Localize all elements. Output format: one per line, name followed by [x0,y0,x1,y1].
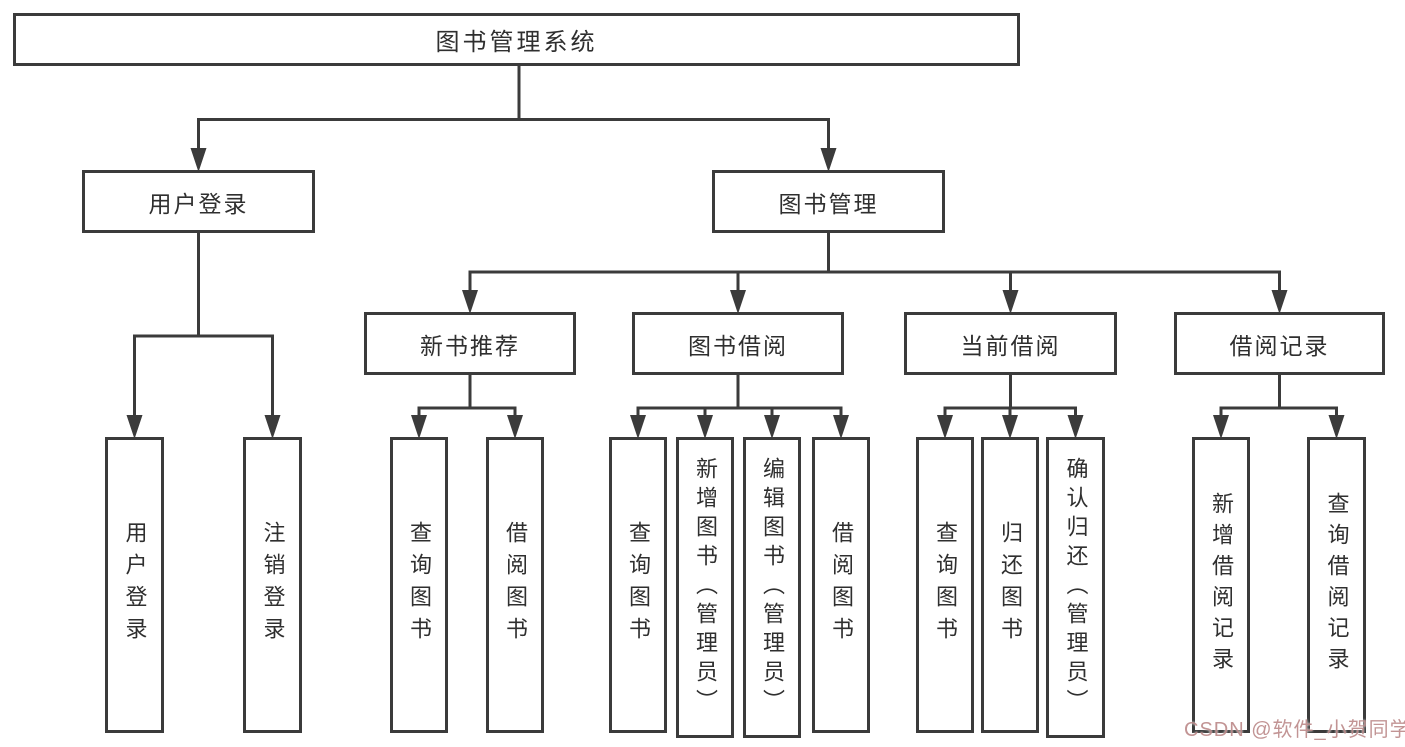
arrow-down-icon [126,415,143,439]
arrow-down-icon [411,415,427,439]
arrow-down-icon [1002,415,1018,439]
arrow-down-icon [630,415,646,439]
leaf-label: 查询图书 [626,521,651,649]
leaf-label: 查询图书 [933,521,958,649]
node-current-borrowing: 当前借阅 [904,312,1117,375]
arrow-down-icon [764,415,780,439]
arrow-down-icon [1271,290,1288,314]
arrow-down-icon [462,290,478,314]
leaf-user-login: 用户登录 [105,437,164,733]
arrow-down-icon [820,148,837,172]
leaf-label: 查询借阅记录 [1324,492,1350,678]
leaf-label: 编辑图书（管理员） [760,457,785,718]
arrow-down-icon [937,415,953,439]
leaf-label: 借阅图书 [503,521,528,649]
arrow-down-icon [697,415,713,439]
leaf-label: 新增借阅记录 [1209,492,1234,678]
arrow-down-icon [833,415,849,439]
leaf-add-books-admin: 新增图书（管理员） [676,437,734,738]
leaf-label: 新增图书（管理员） [693,457,718,718]
leaf-edit-books-admin: 编辑图书（管理员） [743,437,801,738]
arrow-down-icon [1002,290,1019,314]
leaf-label: 用户登录 [122,521,148,649]
leaf-confirm-return-admin: 确认归还（管理员） [1046,437,1105,738]
arrow-down-icon [1328,415,1345,439]
leaf-logout-login: 注销登录 [243,437,302,733]
leaf-query-books-recommend: 查询图书 [390,437,448,733]
node-borrowing-records: 借阅记录 [1174,312,1385,375]
arrow-down-icon [730,290,746,314]
arrow-down-icon [190,148,207,172]
arrow-down-icon [1067,415,1084,439]
node-book-management: 图书管理 [712,170,945,233]
leaf-query-books-borrowing: 查询图书 [609,437,667,733]
node-user-login: 用户登录 [82,170,315,233]
node-root: 图书管理系统 [13,13,1020,66]
leaf-label: 归还图书 [998,521,1023,649]
leaf-return-books: 归还图书 [981,437,1039,733]
arrow-down-icon [507,415,523,439]
arrow-down-icon [264,415,281,439]
watermark: CSDN @软件_小贺同学 [1184,719,1405,741]
leaf-label: 注销登录 [260,521,286,649]
arrow-down-icon [1213,415,1229,439]
node-new-book-recommend: 新书推荐 [364,312,576,375]
leaf-query-borrow-record: 查询借阅记录 [1307,437,1366,733]
leaf-borrow-books-borrowing: 借阅图书 [812,437,870,733]
leaf-query-books-current: 查询图书 [916,437,974,733]
leaf-label: 确认归还（管理员） [1063,457,1089,718]
leaf-label: 借阅图书 [829,521,854,649]
node-book-borrowing: 图书借阅 [632,312,844,375]
leaf-add-borrow-record: 新增借阅记录 [1192,437,1250,733]
leaf-borrow-books-recommend: 借阅图书 [486,437,544,733]
leaf-label: 查询图书 [407,521,432,649]
